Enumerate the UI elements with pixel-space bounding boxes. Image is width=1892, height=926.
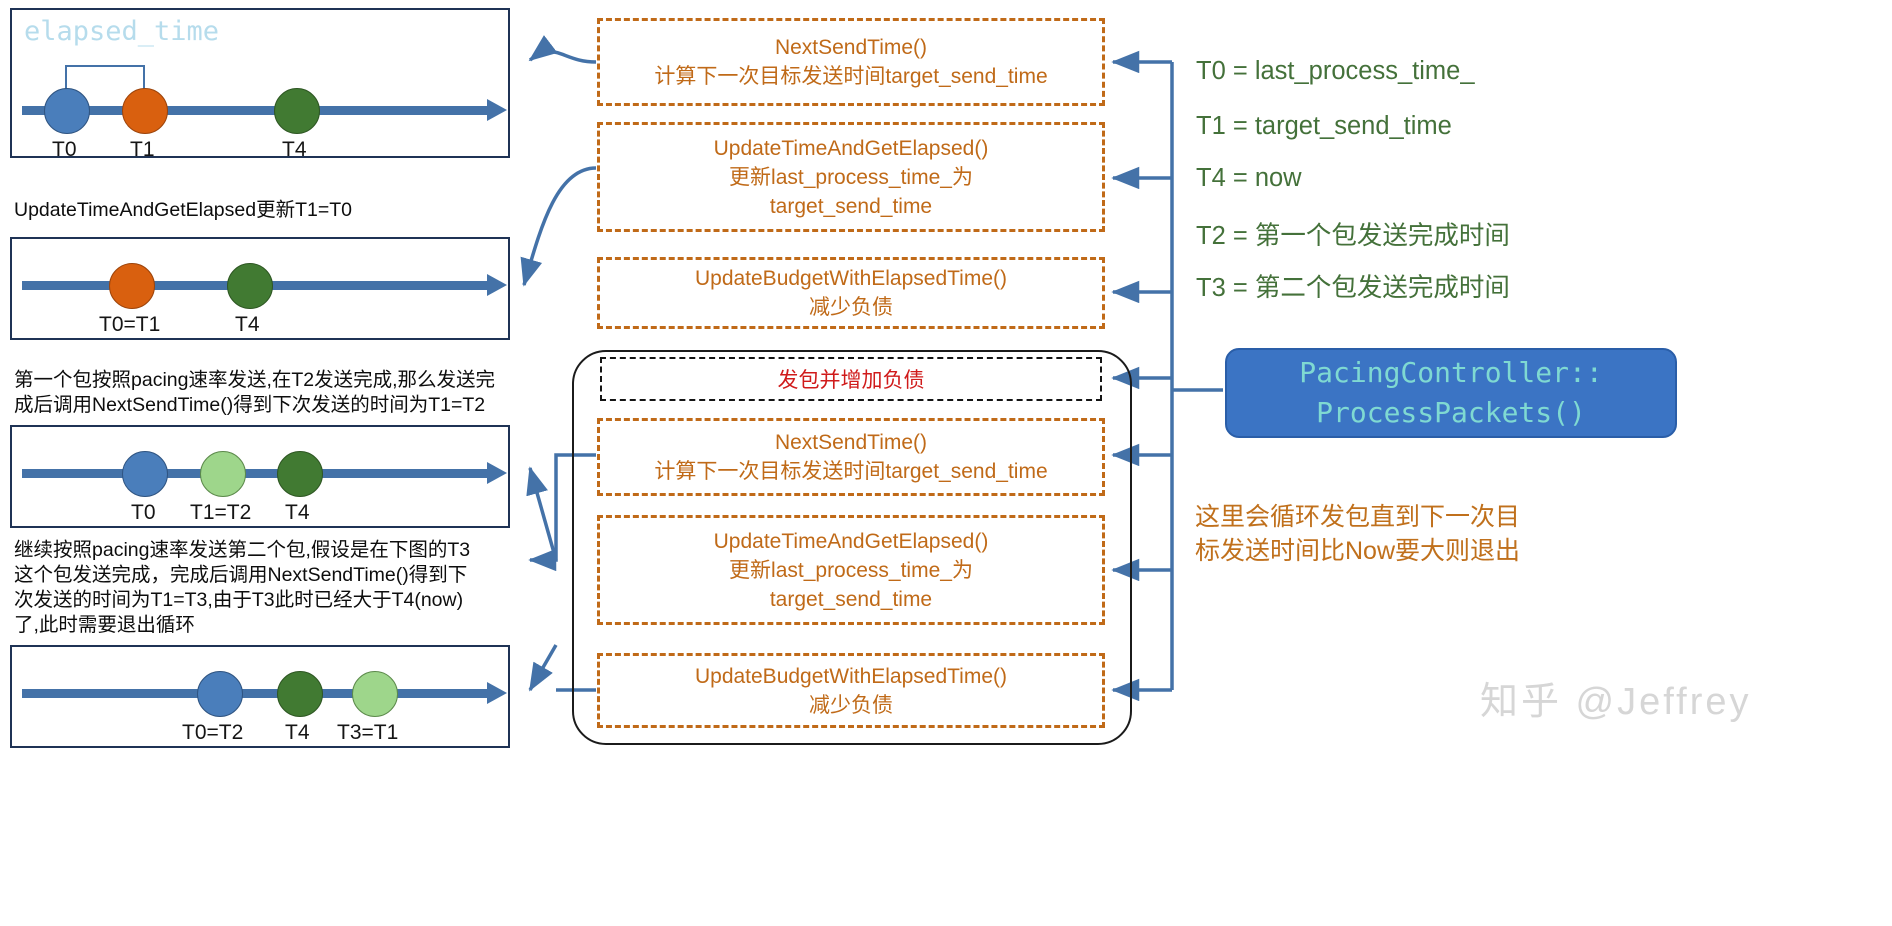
loop-container (572, 350, 1132, 745)
timeline-arrow-icon (487, 99, 507, 121)
timeline-node-label: T1=T2 (190, 501, 252, 524)
step-update-time-and-get-elapsed-2[interactable]: UpdateTimeAndGetElapsed() 更新last_process… (597, 515, 1105, 625)
legend-item-t3: T3 = 第二个包发送完成时间 (1196, 274, 1510, 302)
timeline-axis (22, 469, 490, 478)
timeline-axis (22, 689, 490, 698)
timeline-node (200, 451, 246, 497)
legend-item-t1: T1 = target_send_time (1196, 112, 1452, 140)
legend-item-t4: T4 = now (1196, 164, 1302, 192)
timeline-panel-2: T0=T1 T4 (10, 237, 510, 340)
timeline-node-label: T0 (131, 501, 156, 524)
elapsed-time-label: elapsed_time (24, 16, 220, 47)
step-update-time-and-get-elapsed-1[interactable]: UpdateTimeAndGetElapsed() 更新last_process… (597, 122, 1105, 232)
timeline-node (109, 263, 155, 309)
timeline-arrow-icon (487, 682, 507, 704)
timeline-node (227, 263, 273, 309)
step-update-budget-with-elapsed-time-2[interactable]: UpdateBudgetWithElapsedTime() 减少负债 (597, 653, 1105, 728)
timeline-arrow-icon (487, 274, 507, 296)
timeline-node-label: T0=T1 (99, 313, 161, 336)
loop-send-packet-step[interactable]: 发包并增加负债 (600, 357, 1102, 401)
timeline-node (352, 671, 398, 717)
timeline-node-label: T4 (282, 138, 307, 161)
timeline-node (277, 671, 323, 717)
caption-second-packet: 继续按照pacing速率发送第二个包,假设是在下图的T3 这个包发送完成，完成后… (14, 539, 471, 636)
step-update-budget-with-elapsed-time-1[interactable]: UpdateBudgetWithElapsedTime() 减少负债 (597, 257, 1105, 329)
step-next-send-time-1[interactable]: NextSendTime() 计算下一次目标发送时间target_send_ti… (597, 18, 1105, 106)
timeline-panel-3: T0 T1=T2 T4 (10, 425, 510, 528)
timeline-node (44, 88, 90, 134)
timeline-node-label: T3=T1 (337, 721, 399, 744)
caption-update-time-and-get-elapsed: UpdateTimeAndGetElapsed更新T1=T0 (14, 199, 352, 221)
timeline-node (274, 88, 320, 134)
timeline-node-label: T4 (285, 721, 310, 744)
timeline-node-label: T1 (130, 138, 155, 161)
timeline-node-label: T4 (285, 501, 310, 524)
watermark: 知乎 @Jeffrey (1480, 681, 1752, 723)
timeline-arrow-icon (487, 462, 507, 484)
timeline-axis (22, 106, 490, 115)
timeline-node (122, 451, 168, 497)
legend-item-t0: T0 = last_process_time_ (1196, 57, 1475, 85)
pacing-controller-entry-box[interactable]: PacingController:: ProcessPackets() (1225, 348, 1677, 438)
timeline-panel-4: T0=T2 T4 T3=T1 (10, 645, 510, 748)
timeline-node (122, 88, 168, 134)
timeline-node-label: T0 (52, 138, 77, 161)
timeline-node-label: T4 (235, 313, 260, 336)
timeline-node (197, 671, 243, 717)
caption-first-packet: 第一个包按照pacing速率发送,在T2发送完成,那么发送完 成后调用NextS… (14, 369, 496, 416)
legend-item-t2: T2 = 第一个包发送完成时间 (1196, 222, 1510, 250)
loop-exit-note: 这里会循环发包直到下一次目 标发送时间比Now要大则退出 (1195, 503, 1521, 565)
timeline-node (277, 451, 323, 497)
step-next-send-time-2[interactable]: NextSendTime() 计算下一次目标发送时间target_send_ti… (597, 418, 1105, 496)
timeline-node-label: T0=T2 (182, 721, 244, 744)
timeline-panel-1: elapsed_time T0 T1 T4 (10, 8, 510, 161)
